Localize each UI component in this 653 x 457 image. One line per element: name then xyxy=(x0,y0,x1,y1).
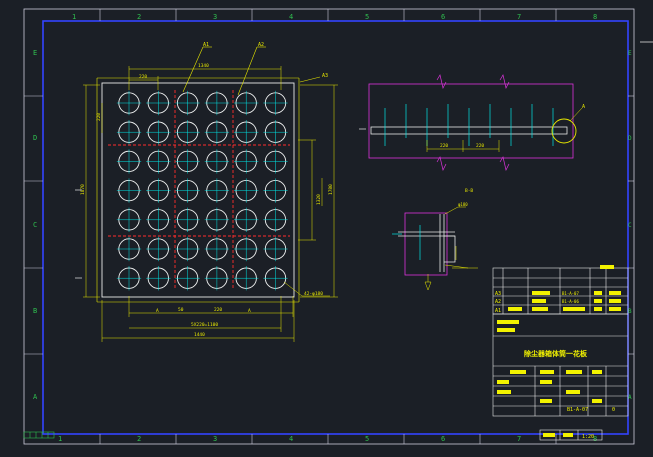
sheet-frame xyxy=(23,8,653,445)
elevation-section-label: B-B xyxy=(465,188,473,194)
elevation-envelope xyxy=(368,83,574,159)
parts-row-3-no: A1 xyxy=(495,308,501,314)
top-col-4: 4 xyxy=(289,13,293,21)
dim-bottom-total: 5X220=1100 xyxy=(191,322,218,328)
title-bottom-strip xyxy=(539,429,603,441)
plate-flange-outline xyxy=(96,77,300,303)
plate-outline xyxy=(101,82,295,298)
dim-top-pitch: 220 xyxy=(139,74,147,80)
plate-left-dimensions xyxy=(83,84,103,298)
row-A: A xyxy=(33,393,38,401)
dim-bottom-b: 220 xyxy=(214,307,222,313)
row-C: C xyxy=(33,221,37,229)
elev-dim-a: 220 xyxy=(440,143,448,149)
dim-right-inner: 1320 xyxy=(316,194,322,205)
frame-markers: 1 2 3 4 5 6 7 8 1 2 3 4 5 6 7 8 E D xyxy=(23,9,634,444)
elevation-centerlines xyxy=(384,104,554,146)
plate-side-ticks xyxy=(75,128,366,279)
plate-top-dimensions xyxy=(128,66,282,90)
bottom-col-3: 3 xyxy=(213,435,217,443)
outer-border xyxy=(23,8,635,445)
detail-note: φ180 xyxy=(458,202,468,207)
parts-row-1-code: B1-A-07 xyxy=(562,291,579,296)
drawing-title: 除尘器箱体筒一花板 xyxy=(524,349,588,358)
bottom-col-8: 8 xyxy=(593,435,597,443)
detail-envelope xyxy=(404,212,448,276)
hole-note: 42-φ180 xyxy=(304,291,323,297)
callout-A1: A1 xyxy=(203,42,209,48)
bottom-col-4: 4 xyxy=(289,435,293,443)
drawing-scale: 1:20 xyxy=(582,434,594,440)
dim-bottom-a: 50 xyxy=(178,307,184,313)
elevation-view: A 220 220 B-B xyxy=(368,74,585,194)
title-bottom-filled xyxy=(543,433,573,437)
sheet-number: 0 xyxy=(612,407,615,413)
plate-plan-view: A1 A2 A3 1340 220 1870 220 1320 1780 xyxy=(75,42,366,342)
section-mark-A-right: A xyxy=(248,308,251,314)
detail-centerline xyxy=(392,225,421,260)
right-row-A: A xyxy=(628,394,632,401)
inner-border xyxy=(42,20,629,435)
parts-list-filled-cells xyxy=(508,265,621,311)
top-col-2: 2 xyxy=(137,13,141,21)
section-mark-A-left: A xyxy=(156,308,159,314)
title-filled-cells xyxy=(497,320,602,403)
top-col-5: 5 xyxy=(365,13,369,21)
detail-label: A xyxy=(582,104,585,110)
hole-pattern xyxy=(116,90,288,291)
dim-right-total: 1780 xyxy=(328,184,334,195)
drawing-number: B1-A-07 xyxy=(567,407,588,413)
dim-left-pitch: 220 xyxy=(96,113,102,121)
elev-dim-b: 220 xyxy=(476,143,484,149)
detail-dimensions xyxy=(424,206,478,291)
break-lines xyxy=(436,74,510,172)
bottom-col-5: 5 xyxy=(365,435,369,443)
stiffener-hidden-lines xyxy=(108,90,290,290)
callout-A3: A3 xyxy=(322,73,328,79)
detail-profile xyxy=(398,214,456,272)
parts-row-2-code: B1-A-06 xyxy=(562,299,579,304)
parts-row-1-no: A3 xyxy=(495,291,501,297)
bottom-col-1: 1 xyxy=(58,435,62,443)
title-grid xyxy=(492,313,629,417)
detail-view: φ180 xyxy=(392,202,478,291)
top-col-6: 6 xyxy=(441,13,445,21)
right-row-E: E xyxy=(628,50,632,57)
detail-leader xyxy=(569,107,583,122)
dim-left-total: 1870 xyxy=(80,184,86,195)
right-row-B: B xyxy=(628,308,632,315)
top-col-1: 1 xyxy=(72,13,76,21)
row-B: B xyxy=(33,307,37,315)
top-col-8: 8 xyxy=(593,13,597,21)
bottom-left-scale xyxy=(23,431,55,439)
bottom-col-2: 2 xyxy=(137,435,141,443)
plate-bottom-dimensions xyxy=(101,296,295,342)
plate-callouts xyxy=(182,46,321,96)
elevation-dimensions xyxy=(426,140,500,152)
title-block: A3 B1-A-07 A2 B1-A-06 A1 xyxy=(492,265,629,441)
right-row-D: D xyxy=(628,135,632,142)
hole-note-leader xyxy=(283,281,330,297)
bottom-col-7: 7 xyxy=(517,435,521,443)
callout-A2: A2 xyxy=(258,42,264,48)
top-col-7: 7 xyxy=(517,13,521,21)
row-D: D xyxy=(33,134,37,142)
plate-right-dimensions xyxy=(298,84,338,298)
row-E: E xyxy=(33,49,37,57)
parts-row-2-no: A2 xyxy=(495,299,501,305)
top-col-3: 3 xyxy=(213,13,217,21)
bottom-col-6: 6 xyxy=(441,435,445,443)
right-row-C: C xyxy=(628,222,632,229)
detail-circle xyxy=(551,118,577,144)
dim-top-span: 1340 xyxy=(198,63,209,69)
dim-bottom-overall: 1440 xyxy=(194,332,205,338)
